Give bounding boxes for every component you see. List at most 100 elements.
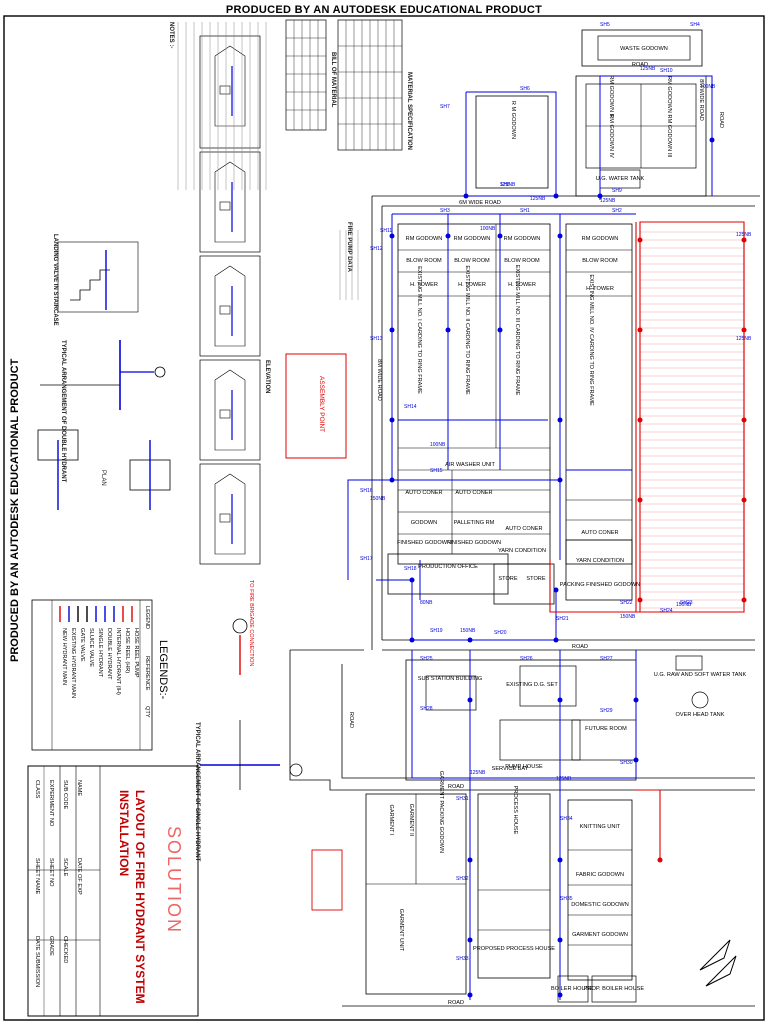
hydrant-point — [467, 637, 473, 643]
building-label-boiler-house: BOILER HOUSE — [551, 986, 593, 992]
building-label-mill-3: EXISTING MILL NO. III CARDING TO RING FR… — [514, 265, 520, 396]
road-label-road: ROAD — [448, 1000, 464, 1006]
fire-pump-heading: FIRE PUMP DATA — [346, 222, 352, 273]
new-hydrant-point — [741, 497, 747, 503]
title-field-0: CLASS — [34, 780, 40, 799]
hydrant-point — [409, 577, 415, 583]
pipe-size-label: 100NB — [480, 226, 496, 232]
sheet-tag: SH14 — [404, 404, 417, 410]
building-label-rm-godown-plain: RM GODOWN — [454, 236, 491, 242]
road-label-wide-8m: 8M WIDE ROAD — [376, 359, 382, 401]
new-hydrant-point — [741, 417, 747, 423]
hydrant-point — [467, 857, 473, 863]
sheet-tag: SH24 — [660, 608, 673, 614]
title-field-2: SUB CODE — [62, 780, 68, 809]
building-label-existing-dg: EXISTING D.G. SET — [506, 682, 558, 688]
sheet-tag: SH19 — [430, 628, 443, 634]
sheet-tag: SH17 — [360, 556, 373, 562]
building-label-finished-godown: FINISHED GODOWN — [447, 540, 501, 546]
hydrant-point — [497, 233, 503, 239]
building-label-garment-packing: GARMENT PACKING GODOWN — [438, 771, 444, 853]
pipe-size-label: 125NB — [600, 198, 616, 204]
pipe-size-label: 150NB — [676, 602, 692, 608]
title-line2: INSTALLATION — [117, 790, 131, 876]
new-hydrant-point — [637, 237, 643, 243]
sheet-tag: SH22 — [620, 600, 633, 606]
title-block: LAYOUT OF FIRE HYDRANT SYSTEM INSTALLATI… — [27, 765, 199, 1017]
legend-row-7: HOSE REEL (HR) — [124, 628, 130, 673]
sheet-tag: SH26 — [520, 656, 533, 662]
title-field-3: NAME — [76, 780, 82, 796]
hydrant-point — [557, 417, 563, 423]
building-label-ug-water-tank: U.G. WATER TANK — [596, 176, 645, 182]
sheet-tag: SH10 — [660, 68, 673, 74]
building-label-blow-room: BLOW ROOM — [504, 258, 540, 264]
legend-col-0: LEGEND — [144, 606, 150, 629]
title-field-7: DATE OF EXP — [76, 858, 82, 895]
sheet-tag: SH6 — [520, 86, 530, 92]
sheet-tag: SH1 — [520, 208, 530, 214]
building-label-garment-1: GARMENT I — [388, 805, 394, 836]
building-label-mill-4: EXISTING MILL NO. IV CARDING TO RING FRA… — [588, 274, 594, 406]
north-arrow-icon — [699, 939, 737, 987]
new-hydrant-point — [637, 497, 643, 503]
building-label-finished-godown: FINISHED GODOWN — [397, 540, 451, 546]
hydrant-point — [445, 327, 451, 333]
building-label-palleting: PALLETING RM — [454, 520, 495, 526]
sheet-tag: SH16 — [360, 488, 373, 494]
legend-row-8: HOSE REEL PUMP — [133, 628, 139, 678]
sheet-tag: SH34 — [560, 816, 573, 822]
sheet-tag: SH5 — [600, 22, 610, 28]
detail-single-hydrant: TYPICAL ARRANGEMENT OF SINGLE HYDRANT — [194, 720, 303, 862]
building-label-overhead-tank: OVER HEAD TANK — [676, 712, 725, 718]
building-label-godown: GODOWN — [411, 520, 437, 526]
building-label-sub-station: SUB STATION BUILDING — [418, 676, 482, 682]
bom-heading: BILL OF MATERIAL — [330, 52, 336, 108]
building-label-blow-room: BLOW ROOM — [454, 258, 490, 264]
new-hydrant-point — [741, 327, 747, 333]
building-label-mill-1: EXISTING MILL NO. I CARDING TO RING FRAM… — [416, 266, 422, 394]
sheet-tag: SH21 — [556, 616, 569, 622]
legend-row-2: GATE VALVE — [79, 628, 85, 662]
sheet-tag: SH25 — [420, 656, 433, 662]
pipe-size-label: 125NB — [556, 776, 572, 782]
building-label-mill-2: EXISTING MILL NO. II CARDING TO RING FRA… — [464, 265, 470, 394]
pipe-size-label: 150NB — [620, 614, 636, 620]
building-label-fabric-godown: FABRIC GODOWN — [576, 872, 624, 878]
building-label-h-tower: H. TOWER — [508, 282, 536, 288]
new-hydrant-point — [741, 597, 747, 603]
legend-row-3: SLUICE VALVE — [88, 628, 94, 667]
legend-col-2: QTY — [144, 706, 150, 718]
hydrant-point — [557, 233, 563, 239]
pipe-size-label: 150NB — [460, 628, 476, 634]
single-hydrant-caption: TYPICAL ARRANGEMENT OF SINGLE HYDRANT — [194, 722, 200, 862]
building-label-process-house: PROCESS HOUSE — [512, 786, 518, 835]
title-line1: LAYOUT OF FIRE HYDRANT SYSTEM — [133, 790, 147, 1004]
existing-hydrant-main — [347, 75, 713, 1000]
hydrant-point — [467, 937, 473, 943]
sheet-tag: SH4 — [690, 22, 700, 28]
hydrant-point — [389, 417, 395, 423]
elevation-caption: ELEVATION — [264, 360, 270, 393]
legend-row-1: EXISTING HYDRANT MAIN — [70, 628, 76, 698]
road-label-road: ROAD — [572, 644, 588, 650]
building-label-garment-godown: GARMENT GODOWN — [572, 932, 628, 938]
legend-row-5: DOUBLE HYDRANT — [106, 628, 112, 680]
sheet-tag: SH12 — [370, 246, 383, 252]
pipe-size-label: 125NB — [736, 336, 752, 342]
sheet-tag: SH31 — [456, 796, 469, 802]
hydrant-point — [467, 697, 473, 703]
building-label-h-tower: H. TOWER — [586, 286, 614, 292]
building-label-rm-godown-plain: RM GODOWN — [406, 236, 443, 242]
detail-double-hydrant: TYPICAL ARRANGEMENT OF DOUBLE HYDRANT PL… — [37, 340, 171, 510]
hydrant-point — [463, 193, 469, 199]
hydrant-point — [553, 193, 559, 199]
title-field-8: DATE SUBMISSION — [34, 936, 40, 987]
building-label-domestic-godown: DOMESTIC GODOWN — [571, 902, 629, 908]
building-label-yarn-condition: YARN CONDITION — [576, 558, 624, 564]
title-field-1: EXPERIMENT NO — [48, 780, 54, 827]
building-label-knitting: KNITTING UNIT — [580, 824, 621, 830]
building-label-air-washer: AIR WASHER UNIT — [445, 462, 495, 468]
legend-title: LEGENDS:- — [157, 640, 169, 700]
